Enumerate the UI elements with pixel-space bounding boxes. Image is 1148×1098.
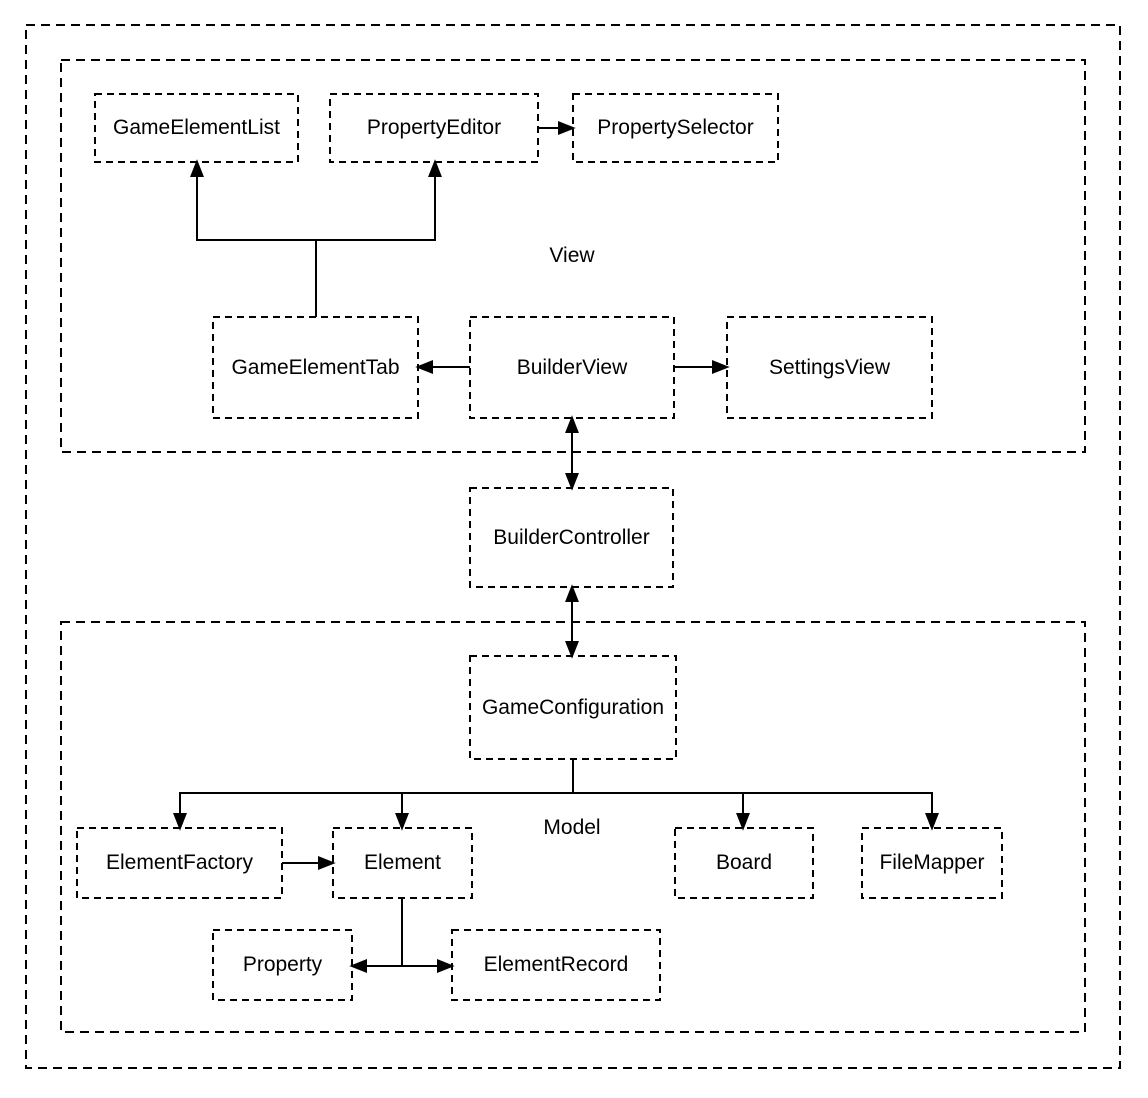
- edge-propertyeditor-to-propertyselector: [538, 121, 576, 135]
- arrowhead: [173, 813, 187, 831]
- arrowhead: [349, 959, 367, 973]
- node-propertyselector-label: PropertySelector: [597, 116, 754, 140]
- arrowhead: [565, 584, 579, 602]
- edge-builderview-to-settingsview: [674, 360, 730, 374]
- node-element-label: Element: [363, 851, 442, 875]
- edge-gameconfiguration-to-model-children: [173, 759, 939, 831]
- arrowhead: [558, 121, 576, 135]
- node-elementfactory-label: ElementFactory: [105, 851, 254, 875]
- node-board-label: Board: [715, 851, 773, 875]
- node-elementrecord-label: ElementRecord: [483, 953, 629, 977]
- node-settingsview-label: SettingsView: [768, 355, 891, 379]
- edge-builderview-to-gameelementtab: [415, 360, 470, 374]
- edge-builderview-buildercontroller-bidirectional: [565, 415, 579, 491]
- edge-buildercontroller-gameconfiguration-bidirectional: [565, 584, 579, 659]
- node-property-label: Property: [242, 953, 323, 977]
- arrowhead: [925, 813, 939, 831]
- arrowhead: [318, 856, 336, 870]
- edge-elementfactory-to-element: [282, 856, 336, 870]
- node-propertyeditor-label: PropertyEditor: [366, 116, 502, 140]
- node-buildercontroller-box: [469, 487, 674, 588]
- node-propertyselector-box: [572, 93, 779, 163]
- arrowhead: [415, 360, 433, 374]
- arrowhead: [565, 473, 579, 491]
- node-filemapper-box: [861, 827, 1003, 899]
- node-gameelementlist-box: [94, 93, 299, 163]
- model-container-label: Model: [543, 816, 601, 840]
- node-gameelementlist-label: GameElementList: [113, 116, 280, 140]
- outer-container-border: [25, 24, 1121, 1069]
- node-builderview-label: BuilderView: [516, 355, 628, 379]
- arrowhead: [428, 159, 442, 177]
- arrowhead: [395, 813, 409, 831]
- node-settingsview-box: [726, 316, 933, 419]
- arrowhead: [437, 959, 455, 973]
- arrowhead: [565, 641, 579, 659]
- view-container-label: View: [549, 244, 595, 268]
- edge-element-to-property-and-elementrecord: [349, 898, 455, 973]
- arrowhead: [712, 360, 730, 374]
- node-gameelementtab-box: [212, 316, 419, 419]
- arrowhead: [736, 813, 750, 831]
- node-builderview-box: [469, 316, 675, 419]
- node-board-box: [674, 827, 814, 899]
- arrowhead: [565, 415, 579, 433]
- edge-gameelementtab-to-gameelementlist-and-propertyeditor: [190, 159, 442, 317]
- node-gameconfiguration-label: GameConfiguration: [481, 695, 665, 719]
- node-gameelementtab-label: GameElementTab: [231, 355, 400, 379]
- node-filemapper-label: FileMapper: [879, 851, 985, 875]
- arrowhead: [190, 159, 204, 177]
- node-buildercontroller-label: BuilderController: [493, 525, 650, 549]
- node-elementrecord-box: [451, 929, 661, 1001]
